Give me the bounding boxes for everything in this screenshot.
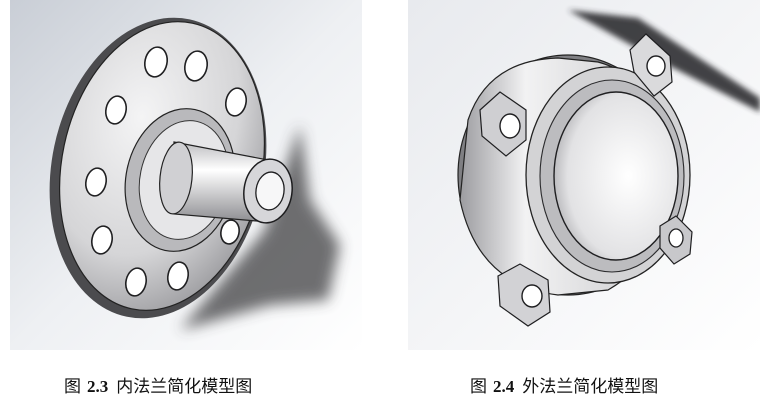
figure-inner-flange xyxy=(10,0,362,350)
figure-2-3-caption: 图 2.3 内法兰简化模型图 xyxy=(64,372,252,397)
caption-number: 2.3 xyxy=(87,377,109,396)
caption-prefix: 图 xyxy=(64,377,81,397)
outer-flange-model-render xyxy=(408,0,760,350)
caption-prefix: 图 xyxy=(470,377,487,397)
caption-title: 内法兰简化模型图 xyxy=(116,377,253,397)
inner-flange-model-render xyxy=(10,0,362,350)
figure-outer-flange xyxy=(408,0,760,350)
caption-title: 外法兰简化模型图 xyxy=(522,377,659,397)
figure-2-4-caption: 图 2.4 外法兰简化模型图 xyxy=(470,372,658,397)
caption-number: 2.4 xyxy=(493,377,515,396)
